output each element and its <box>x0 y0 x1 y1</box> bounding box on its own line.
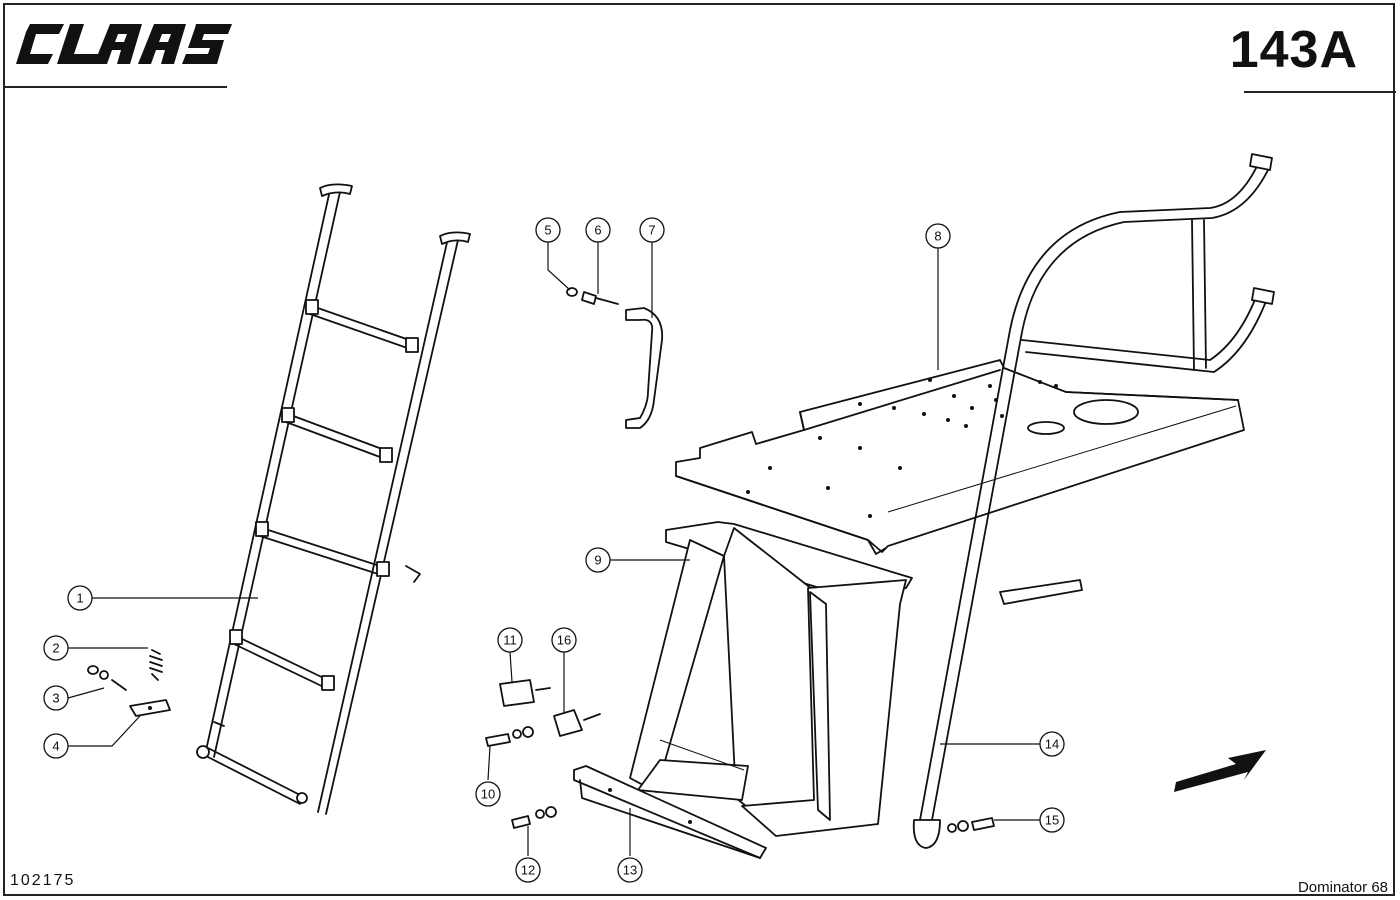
callout-4: 4 <box>43 733 69 759</box>
page-code: 143A <box>1229 21 1358 79</box>
svg-text:15: 15 <box>1045 813 1059 828</box>
platform-drawing <box>675 359 1245 555</box>
page-code-underline <box>1244 91 1396 93</box>
callout-14: 14 <box>1039 731 1065 757</box>
handrail-drawing <box>912 153 1275 849</box>
model-name: Dominator 68 <box>1297 879 1388 896</box>
callout-16: 16 <box>551 627 577 653</box>
callout-3: 3 <box>43 685 69 711</box>
callout-9: 9 <box>585 547 611 573</box>
callout-6: 6 <box>585 217 611 243</box>
small-parts-center <box>485 679 601 829</box>
svg-text:14: 14 <box>1045 737 1059 752</box>
callout-10: 10 <box>475 781 501 807</box>
logo-underline <box>3 86 227 88</box>
callout-2: 2 <box>43 635 69 661</box>
drawing-frame <box>3 3 1395 896</box>
svg-text:7: 7 <box>648 223 655 238</box>
svg-text:10: 10 <box>481 787 495 802</box>
drawing-number: 102175 <box>10 872 76 889</box>
svg-text:12: 12 <box>521 863 535 878</box>
svg-text:9: 9 <box>594 553 601 568</box>
svg-text:6: 6 <box>594 223 601 238</box>
callout-13: 13 <box>617 857 643 883</box>
svg-text:3: 3 <box>52 691 59 706</box>
leader-lines <box>67 242 1040 856</box>
handle-parts <box>566 287 664 429</box>
svg-text:4: 4 <box>52 739 59 754</box>
rail-drawing <box>573 765 767 859</box>
small-parts-left <box>87 649 171 717</box>
svg-text:11: 11 <box>503 633 517 648</box>
callout-11: 11 <box>497 627 523 653</box>
direction-arrow <box>1174 750 1266 792</box>
callout-12: 12 <box>515 857 541 883</box>
svg-text:13: 13 <box>623 863 637 878</box>
svg-text:2: 2 <box>52 641 59 656</box>
callout-5: 5 <box>535 217 561 243</box>
claas-logo <box>16 24 232 64</box>
callout-7: 7 <box>639 217 665 243</box>
svg-text:1: 1 <box>76 591 83 606</box>
svg-text:5: 5 <box>544 223 551 238</box>
ladder-drawing <box>196 183 471 815</box>
callout-1: 1 <box>67 585 93 611</box>
callout-8: 8 <box>925 223 951 249</box>
callout-15: 15 <box>1039 807 1065 833</box>
svg-text:16: 16 <box>557 633 571 648</box>
housing-drawing <box>629 521 913 837</box>
svg-text:8: 8 <box>934 229 941 244</box>
